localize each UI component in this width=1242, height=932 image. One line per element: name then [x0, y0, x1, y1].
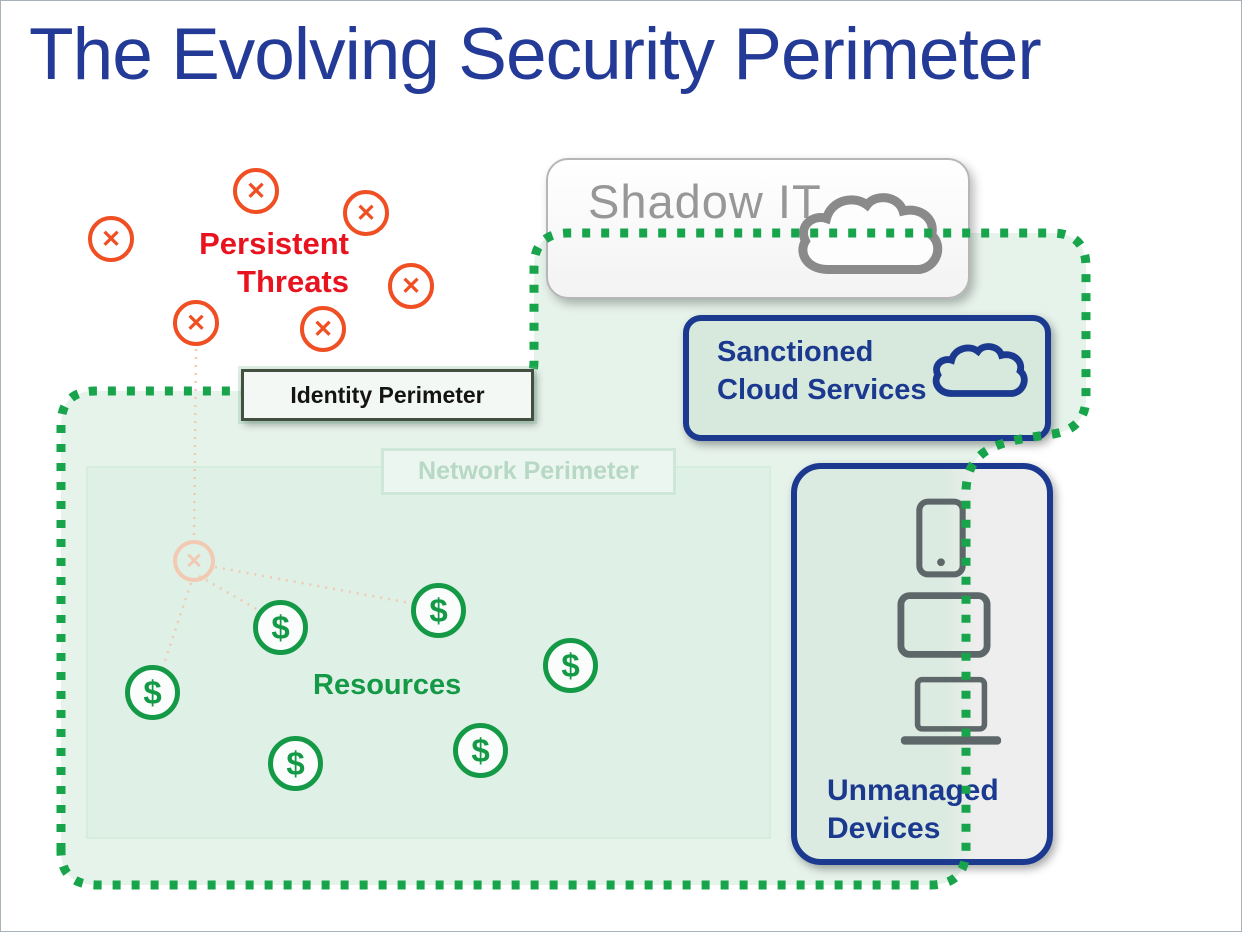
x-glyph: ✕	[185, 309, 207, 337]
page-title: The Evolving Security Perimeter	[29, 14, 1042, 95]
dollar-glyph: $	[143, 673, 162, 711]
resource-dollar-icon: $	[125, 665, 180, 720]
shadow-it-label: Shadow IT	[588, 175, 822, 228]
identity-perimeter-label-text: Identity Perimeter	[290, 381, 485, 408]
smartphone-icon	[916, 498, 966, 578]
x-glyph: ✕	[355, 199, 377, 227]
dollar-glyph: $	[471, 731, 490, 769]
sanctioned-line2: Cloud Services	[717, 374, 927, 406]
faded-x-glyph: ✕	[185, 549, 203, 573]
threat-x-icon: ✕	[388, 263, 434, 309]
threat-x-icon: ✕	[173, 300, 219, 346]
threat-x-icon: ✕	[233, 168, 279, 214]
persistent-threats-label: Persistent Threats	[159, 225, 349, 301]
network-perimeter-label-text: Network Perimeter	[418, 457, 639, 485]
threat-x-icon: ✕	[300, 306, 346, 352]
resource-dollar-icon: $	[543, 638, 598, 693]
sanctioned-line1: Sanctioned	[717, 336, 874, 368]
x-glyph: ✕	[245, 177, 267, 205]
x-glyph: ✕	[312, 315, 334, 343]
resource-dollar-icon: $	[253, 600, 308, 655]
resources-label: Resources	[313, 669, 462, 701]
network-perimeter-box	[86, 466, 771, 839]
dollar-glyph: $	[271, 608, 290, 646]
threat-x-icon: ✕	[343, 190, 389, 236]
dollar-glyph: $	[286, 744, 305, 782]
dollar-glyph: $	[429, 591, 448, 629]
faded-threat-x-icon: ✕	[173, 540, 215, 582]
sanctioned-cloud-label: Sanctioned Cloud Services	[717, 333, 927, 409]
x-glyph: ✕	[400, 272, 422, 300]
persistent-threats-line1: Persistent	[199, 226, 349, 261]
resource-dollar-icon: $	[453, 723, 508, 778]
resource-dollar-icon: $	[411, 583, 466, 638]
x-glyph: ✕	[100, 225, 122, 253]
network-perimeter-label: Network Perimeter	[381, 448, 676, 495]
sanctioned-cloud-box: Sanctioned Cloud Services	[683, 315, 1051, 441]
threat-x-icon: ✕	[88, 216, 134, 262]
cloud-icon	[932, 343, 1028, 397]
cloud-icon	[798, 193, 943, 274]
shadow-it-box: Shadow IT	[546, 158, 970, 299]
dollar-glyph: $	[561, 646, 580, 684]
unmanaged-devices-label: Unmanaged Devices	[827, 772, 999, 848]
resource-dollar-icon: $	[268, 736, 323, 791]
laptop-icon	[900, 676, 1002, 745]
unmanaged-devices-box: Unmanaged Devices	[791, 463, 1053, 865]
identity-perimeter-label: Identity Perimeter	[241, 369, 534, 421]
persistent-threats-line2: Threats	[237, 264, 349, 299]
unmanaged-line1: Unmanaged	[827, 774, 999, 807]
unmanaged-line2: Devices	[827, 812, 941, 845]
tablet-icon	[897, 592, 991, 658]
